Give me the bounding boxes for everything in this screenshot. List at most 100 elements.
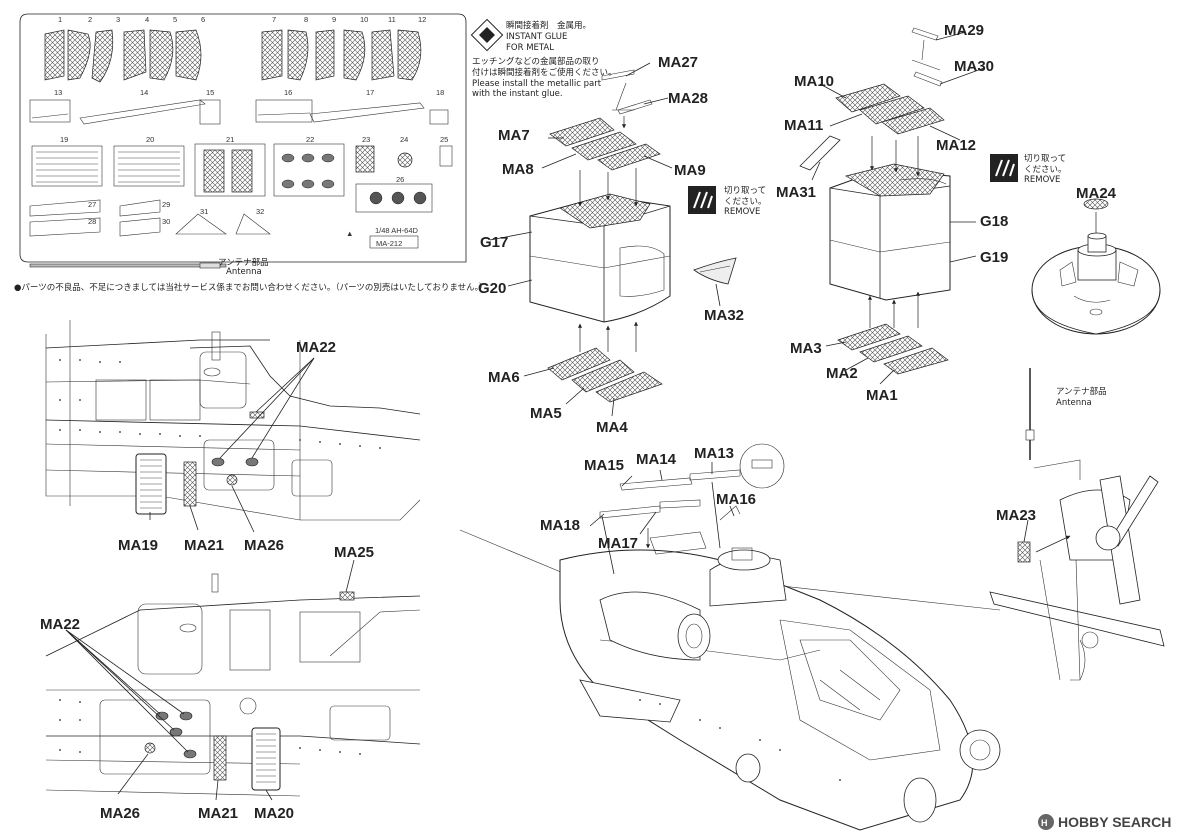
- label-ma26-bottom: MA26: [100, 805, 140, 822]
- label-ma24: MA24: [1076, 185, 1117, 202]
- antenna-callout-jp: アンテナ部品: [1056, 386, 1107, 397]
- glue-inst-jp2: 付けは瞬間接着剤をご使用ください。: [472, 67, 617, 78]
- label-g18: G18: [980, 213, 1008, 230]
- remove-en-right: REMOVE: [1024, 175, 1060, 185]
- ma24-radome-detail: [1031, 198, 1161, 335]
- label-ma7: MA7: [498, 127, 530, 144]
- label-ma30: MA30: [954, 58, 994, 75]
- remove-jp2-right: ください。: [1024, 165, 1067, 175]
- fret-part-number-32: 32: [256, 207, 264, 216]
- fret-part-number-13: 13: [54, 88, 62, 97]
- label-ma2: MA2: [826, 365, 858, 382]
- label-ma14: MA14: [636, 451, 677, 468]
- fret-antenna-en: Antenna: [226, 267, 262, 277]
- label-ma1: MA1: [866, 387, 898, 404]
- remove-note-right: 切り取って ください。 REMOVE: [990, 154, 1067, 185]
- service-note: ●パーツの不良品、不足につきましては当社サービス係までお問い合わせください。（パ…: [14, 282, 487, 293]
- fret-part-number-26: 26: [396, 175, 404, 184]
- fret-part-number-19: 19: [60, 135, 68, 144]
- fret-part-number-7: 7: [272, 15, 276, 24]
- glue-jp: 瞬間接着剤 金属用。: [506, 20, 591, 31]
- fret-part-number-18: 18: [436, 88, 444, 97]
- glue-note: 瞬間接着剤 金属用。 INSTANT GLUE FOR METAL エッチングな…: [470, 18, 617, 99]
- fret-part-number-28: 28: [88, 217, 96, 226]
- remove-note-left: 切り取って ください。 REMOVE: [688, 186, 767, 217]
- svg-text:H: H: [1041, 818, 1048, 828]
- fret-part-number-16: 16: [284, 88, 292, 97]
- label-ma15: MA15: [584, 457, 624, 474]
- label-ma10: MA10: [794, 73, 834, 90]
- fret-part-number-27: 27: [88, 200, 96, 209]
- right-engine-assembly: [799, 27, 985, 385]
- fret-part-number-31: 31: [200, 207, 208, 216]
- fret-part-number-9: 9: [332, 15, 336, 24]
- fret-antenna-jp: アンテナ部品: [218, 257, 269, 268]
- label-ma28: MA28: [668, 90, 708, 107]
- watermark-text: HOBBY SEARCH: [1058, 814, 1171, 830]
- label-ma3: MA3: [790, 340, 822, 357]
- label-ma13: MA13: [694, 445, 734, 462]
- fuselage-side-view-bottom: [45, 559, 421, 801]
- fret-row4-part-numbers: 26 27 28 29 30 31 32: [88, 175, 404, 226]
- fret-part-number-4: 4: [145, 15, 149, 24]
- fret-row2-parts: [29, 99, 449, 125]
- label-ma8: MA8: [502, 161, 534, 178]
- remove-jp2-left: ください。: [724, 197, 767, 207]
- fret-part-number-22: 22: [306, 135, 314, 144]
- helicopter-3d-view: [459, 443, 1001, 831]
- fret-part-number-17: 17: [366, 88, 374, 97]
- glue-inst-en1: Please install the metallic part: [472, 79, 602, 89]
- label-ma6: MA6: [488, 369, 520, 386]
- glue-inst-jp1: エッチングなどの金属部品の取り: [472, 56, 600, 67]
- fret-code: MA-212: [376, 239, 402, 248]
- label-ma17: MA17: [598, 535, 638, 552]
- glue-en1: INSTANT GLUE: [506, 32, 567, 42]
- fuselage-side-view-top: [45, 320, 421, 533]
- fret-part-number-8: 8: [304, 15, 308, 24]
- fret-part-number-10: 10: [360, 15, 368, 24]
- label-ma32: MA32: [704, 307, 744, 324]
- label-ma20: MA20: [254, 805, 294, 822]
- fret-part-number-5: 5: [173, 15, 177, 24]
- label-ma9: MA9: [674, 162, 706, 179]
- watermark: H HOBBY SEARCH: [1038, 814, 1171, 830]
- fret-part-number-29: 29: [162, 200, 170, 209]
- fret-part-number-11: 11: [388, 15, 396, 24]
- remove-jp1-left: 切り取って: [724, 186, 766, 196]
- label-ma27: MA27: [658, 54, 698, 71]
- fret-part-number-12: 12: [418, 15, 426, 24]
- fret-part-number-24: 24: [400, 135, 408, 144]
- fret-part-number-3: 3: [116, 15, 120, 24]
- fret-row4-parts: [29, 183, 433, 237]
- glue-en2: FOR METAL: [506, 43, 554, 53]
- fret-part-number-30: 30: [162, 217, 170, 226]
- fret-row3-parts: [31, 143, 453, 197]
- label-ma25: MA25: [334, 544, 374, 561]
- label-ma31: MA31: [776, 184, 816, 201]
- fret-part-number-15: 15: [206, 88, 214, 97]
- tail-rotor-detail: [989, 368, 1165, 681]
- fret-title: 1/48 AH-64D: [375, 226, 419, 235]
- glue-inst-en2: with the instant glue.: [472, 89, 563, 99]
- label-ma26-top: MA26: [244, 537, 284, 554]
- label-ma18: MA18: [540, 517, 580, 534]
- fret-part-number-25: 25: [440, 135, 448, 144]
- fret-row1-parts: [44, 29, 422, 83]
- antenna-callout-en: Antenna: [1056, 398, 1092, 408]
- label-g20: G20: [478, 280, 506, 297]
- label-ma16: MA16: [716, 491, 756, 508]
- fret-part-number-21: 21: [226, 135, 234, 144]
- fret-part-number-2: 2: [88, 15, 92, 24]
- fret-part-number-6: 6: [201, 15, 205, 24]
- label-g19: G19: [980, 249, 1008, 266]
- fret-part-number-14: 14: [140, 88, 148, 97]
- label-ma29: MA29: [944, 22, 984, 39]
- label-ma19: MA19: [118, 537, 158, 554]
- left-engine-assembly: [489, 62, 737, 417]
- fret-part-number-23: 23: [362, 135, 370, 144]
- remove-jp1-right: 切り取って: [1024, 154, 1066, 164]
- label-ma22-bottom: MA22: [40, 616, 80, 633]
- fret-part-number-20: 20: [146, 135, 154, 144]
